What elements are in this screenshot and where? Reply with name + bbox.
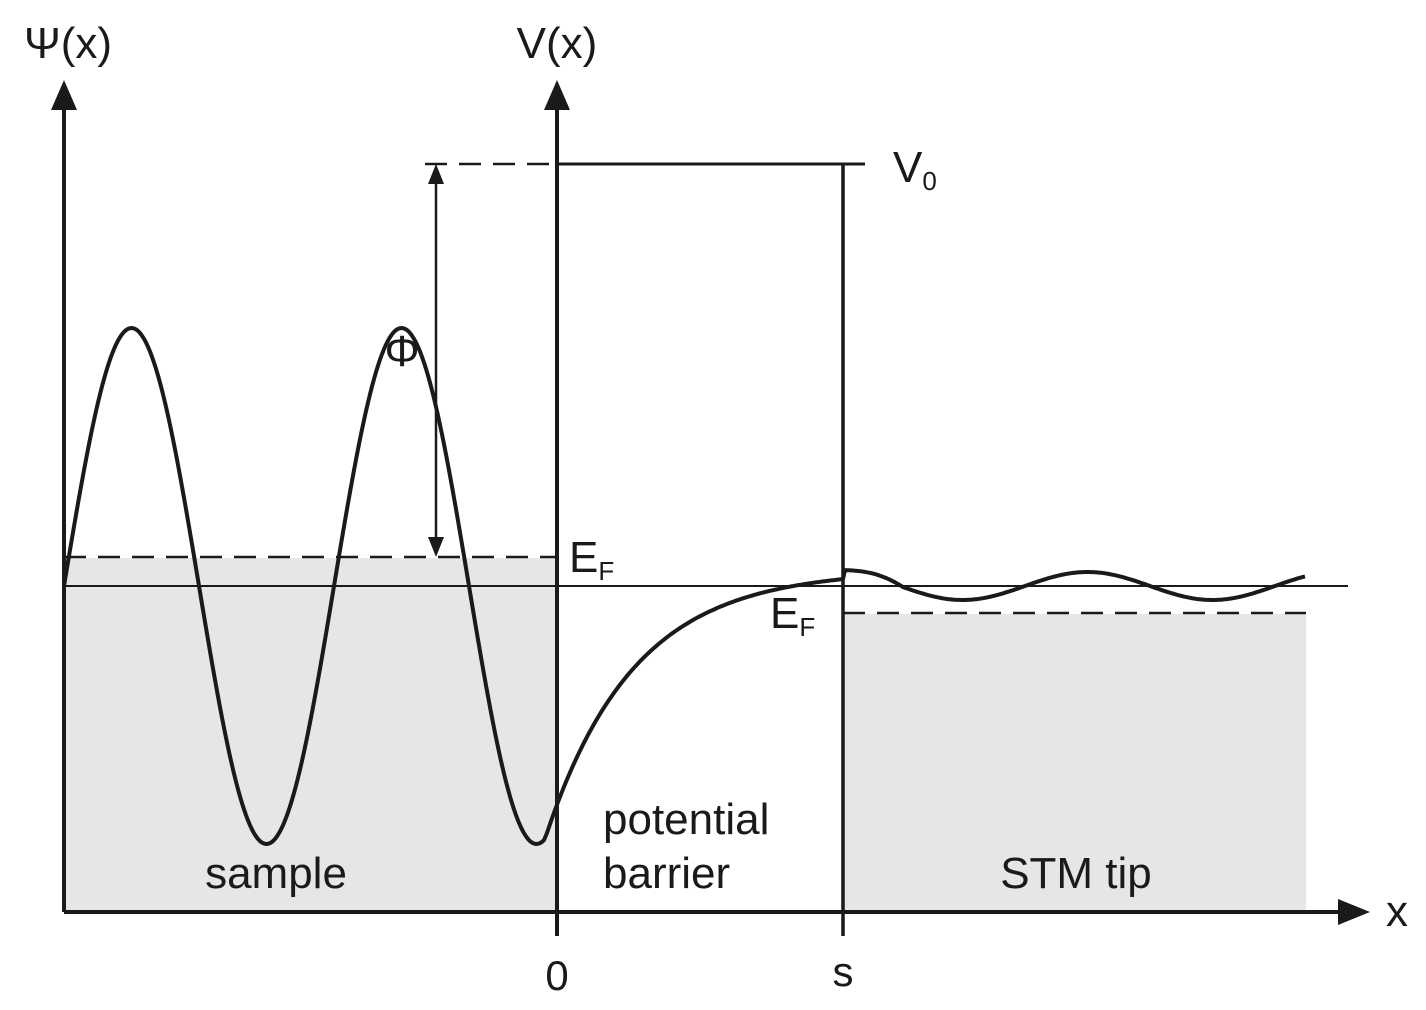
sample-region-label: sample bbox=[205, 849, 347, 898]
tip-filled-region bbox=[843, 614, 1306, 912]
barrier-width-tick-label: s bbox=[833, 948, 854, 995]
barrier-region-label-line2: barrier bbox=[603, 849, 730, 898]
work-function-arrow-up bbox=[428, 164, 444, 184]
psi-axis-arrow bbox=[51, 80, 77, 110]
x-axis-label: x bbox=[1386, 887, 1408, 936]
v-axis-arrow bbox=[544, 80, 570, 110]
v0-label: V0 bbox=[893, 143, 937, 196]
psi-axis-label: Ψ(x) bbox=[24, 19, 112, 68]
origin-tick-label: 0 bbox=[545, 952, 568, 999]
v-axis-label: V(x) bbox=[517, 19, 598, 68]
tip-fermi-level-label: EF bbox=[770, 589, 815, 642]
x-axis-arrow bbox=[1338, 899, 1370, 925]
wavefunction-curve bbox=[62, 326, 1306, 846]
work-function-arrow-down bbox=[428, 537, 444, 557]
sample-fermi-level-label: EF bbox=[569, 533, 614, 586]
tip-region-label: STM tip bbox=[1000, 849, 1152, 898]
phi-label: Φ bbox=[384, 327, 419, 376]
barrier-region-label-line1: potential bbox=[603, 795, 769, 844]
